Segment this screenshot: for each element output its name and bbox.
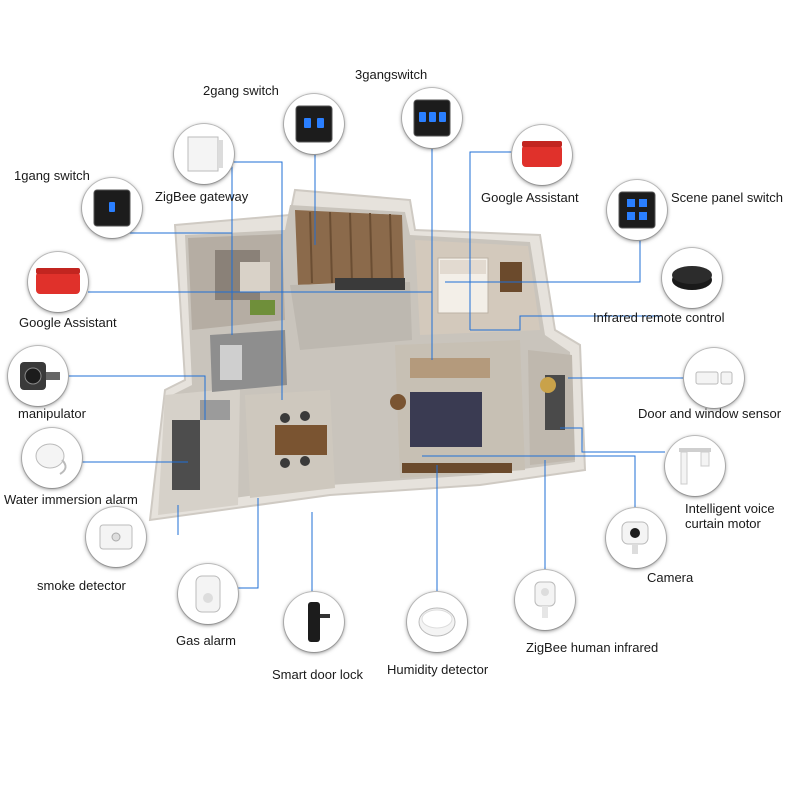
gas-alarm-label: Gas alarm xyxy=(176,633,236,648)
scene-panel-label: Scene panel switch xyxy=(671,190,784,205)
google-assistant-left-label: Google Assistant xyxy=(19,315,117,330)
infrared-remote-label: Infrared remote control xyxy=(593,310,725,325)
curtain-motor-label-line2: curtain motor xyxy=(685,516,761,531)
water-alarm-label: Water immersion alarm xyxy=(4,492,138,507)
switch-2gang-label: 2gang switch xyxy=(203,83,279,98)
zigbee-gateway-icon xyxy=(187,136,223,172)
smart-door-lock-node xyxy=(284,592,344,652)
zigbee-gateway-label: ZigBee gateway xyxy=(155,189,249,204)
infrared-remote-node xyxy=(662,248,722,308)
gas-alarm-icon xyxy=(195,575,221,613)
humidity-detector-node xyxy=(407,592,467,652)
door-window-sensor-icon xyxy=(695,371,733,385)
humidity-detector-label: Humidity detector xyxy=(387,662,489,677)
door-lock-icon xyxy=(308,602,330,642)
valve-manipulator-icon xyxy=(20,362,60,390)
two-gang-switch-icon xyxy=(295,105,333,143)
scene-panel-switch-icon xyxy=(618,191,656,229)
google-assistant-left-node xyxy=(28,252,88,312)
zigbee-human-infrared-label: ZigBee human infrared xyxy=(526,640,659,655)
curtain-motor-node xyxy=(665,436,725,496)
humidity-sensor-icon xyxy=(418,607,456,637)
gas-alarm-node xyxy=(178,564,238,624)
door-window-sensor-node xyxy=(684,348,744,408)
google-assistant-right-label: Google Assistant xyxy=(481,190,579,205)
switch-3gang-node xyxy=(402,88,462,148)
manipulator-node xyxy=(8,346,68,406)
manipulator-label: manipulator xyxy=(18,406,86,421)
camera-label: Camera xyxy=(647,570,694,585)
smoke-detector-label: smoke detector xyxy=(37,578,126,593)
smart-speaker-icon xyxy=(522,141,562,167)
zigbee-gateway-node xyxy=(174,124,234,184)
one-gang-switch-icon xyxy=(93,189,131,227)
motion-sensor-icon xyxy=(534,581,556,618)
switch-1gang-label: 1gang switch xyxy=(14,168,90,183)
water-leak-sensor-icon xyxy=(35,443,67,475)
scene-panel-node xyxy=(607,180,667,240)
zigbee-human-infrared-node xyxy=(515,570,575,630)
switch-3gang-label: 3gangswitch xyxy=(355,67,428,82)
door-window-sensor-label: Door and window sensor xyxy=(638,406,782,421)
switch-1gang-node xyxy=(82,178,142,238)
camera-icon xyxy=(621,521,649,554)
switch-2gang-node xyxy=(284,94,344,154)
smoke-detector-node xyxy=(86,507,146,567)
smart-speaker-icon xyxy=(36,268,80,294)
three-gang-switch-icon xyxy=(413,99,451,137)
curtain-motor-icon xyxy=(679,448,711,485)
curtain-motor-label-line1: Intelligent voice xyxy=(685,501,775,516)
water-alarm-node xyxy=(22,428,82,488)
smart-door-lock-label: Smart door lock xyxy=(272,667,364,682)
camera-node xyxy=(606,508,666,568)
google-assistant-right-node xyxy=(512,125,572,185)
ir-blaster-icon xyxy=(672,266,712,290)
smoke-detector-icon xyxy=(99,524,133,550)
